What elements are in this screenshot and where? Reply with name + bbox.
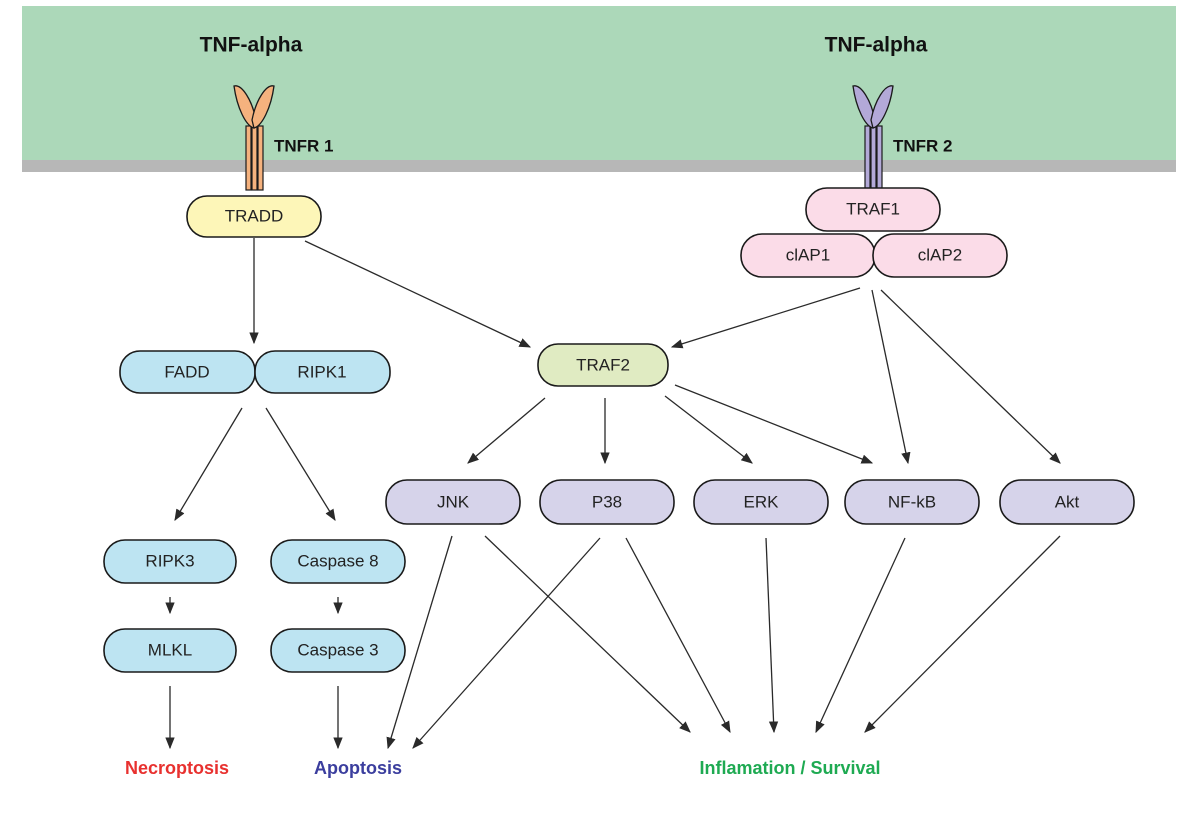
node-jnk-label: JNK (437, 493, 470, 512)
arrow-ciap-to-traf2 (670, 287, 861, 349)
tnfr1-label: TNFR 1 (274, 137, 334, 156)
node-ciap2: clAP2 (872, 233, 1008, 278)
outcome-necroptosis: Necroptosis (125, 758, 229, 778)
node-caspase3: Caspase 3 (270, 628, 406, 673)
tnfr2-label: TNFR 2 (893, 137, 953, 156)
arrow-p38-to-apoptosis (412, 537, 601, 749)
extracellular-space (22, 6, 1176, 160)
node-erk-label: ERK (744, 493, 780, 512)
arrow-traf2-to-erk (664, 395, 753, 464)
node-caspase3-label: Caspase 3 (297, 641, 378, 660)
node-ripk3: RIPK3 (103, 539, 237, 584)
node-traf2-label: TRAF2 (576, 356, 630, 375)
node-traf2: TRAF2 (537, 343, 669, 387)
node-traf1: TRAF1 (805, 187, 941, 232)
arrow-traf2-to-jnk (467, 397, 546, 464)
node-fadd-label: FADD (164, 363, 209, 382)
node-ciap1: clAP1 (740, 233, 876, 278)
arrow-traf2-to-nfkb (674, 384, 874, 464)
node-nfkb-label: NF-kB (888, 493, 936, 512)
node-traf1-label: TRAF1 (846, 200, 900, 219)
node-caspase8: Caspase 8 (270, 539, 406, 584)
node-nfkb: NF-kB (844, 479, 980, 525)
ligand-label-right: TNF-alpha (825, 34, 928, 57)
node-ripk3-label: RIPK3 (145, 552, 194, 571)
outcome-apoptosis: Apoptosis (314, 758, 402, 778)
node-p38-label: P38 (592, 493, 622, 512)
cell-membrane (22, 160, 1176, 172)
arrow-jnk-to-apoptosis (386, 535, 453, 750)
node-caspase8-label: Caspase 8 (297, 552, 378, 571)
node-mlkl-label: MLKL (148, 641, 192, 660)
arrow-nfkb-to-inflammation (815, 537, 906, 734)
node-jnk: JNK (385, 479, 521, 525)
node-fadd: FADD (119, 350, 256, 394)
node-mlkl: MLKL (103, 628, 237, 673)
tnfr1-receptor (233, 85, 275, 191)
node-p38: P38 (539, 479, 675, 525)
ligand-label-left: TNF-alpha (200, 34, 303, 57)
node-erk: ERK (693, 479, 829, 525)
arrow-jnk-to-inflammation (484, 535, 691, 733)
arrow-akt-to-inflammation (864, 535, 1061, 733)
node-ripk1-label: RIPK1 (297, 363, 346, 382)
arrow-ciap-to-akt (880, 289, 1061, 464)
node-tradd: TRADD (186, 195, 322, 238)
node-akt-label: Akt (1055, 493, 1080, 512)
arrow-ciap-to-nfkb (871, 289, 911, 465)
node-ciap1-label: clAP1 (786, 246, 830, 265)
arrow-erk-to-inflammation (765, 537, 779, 734)
arrow-fadd-to-ripk3 (174, 407, 243, 522)
node-ciap2-label: clAP2 (918, 246, 962, 265)
node-tradd-label: TRADD (225, 207, 284, 226)
outcome-inflammation-survival: Inflamation / Survival (699, 758, 880, 778)
arrow-ripk1-to-caspase8 (265, 407, 336, 521)
arrow-p38-to-inflammation (625, 537, 731, 734)
arrow-tradd-to-traf2 (304, 240, 532, 348)
pathway-arrows (165, 238, 1061, 750)
node-ripk1: RIPK1 (254, 350, 391, 394)
node-akt: Akt (999, 479, 1135, 525)
